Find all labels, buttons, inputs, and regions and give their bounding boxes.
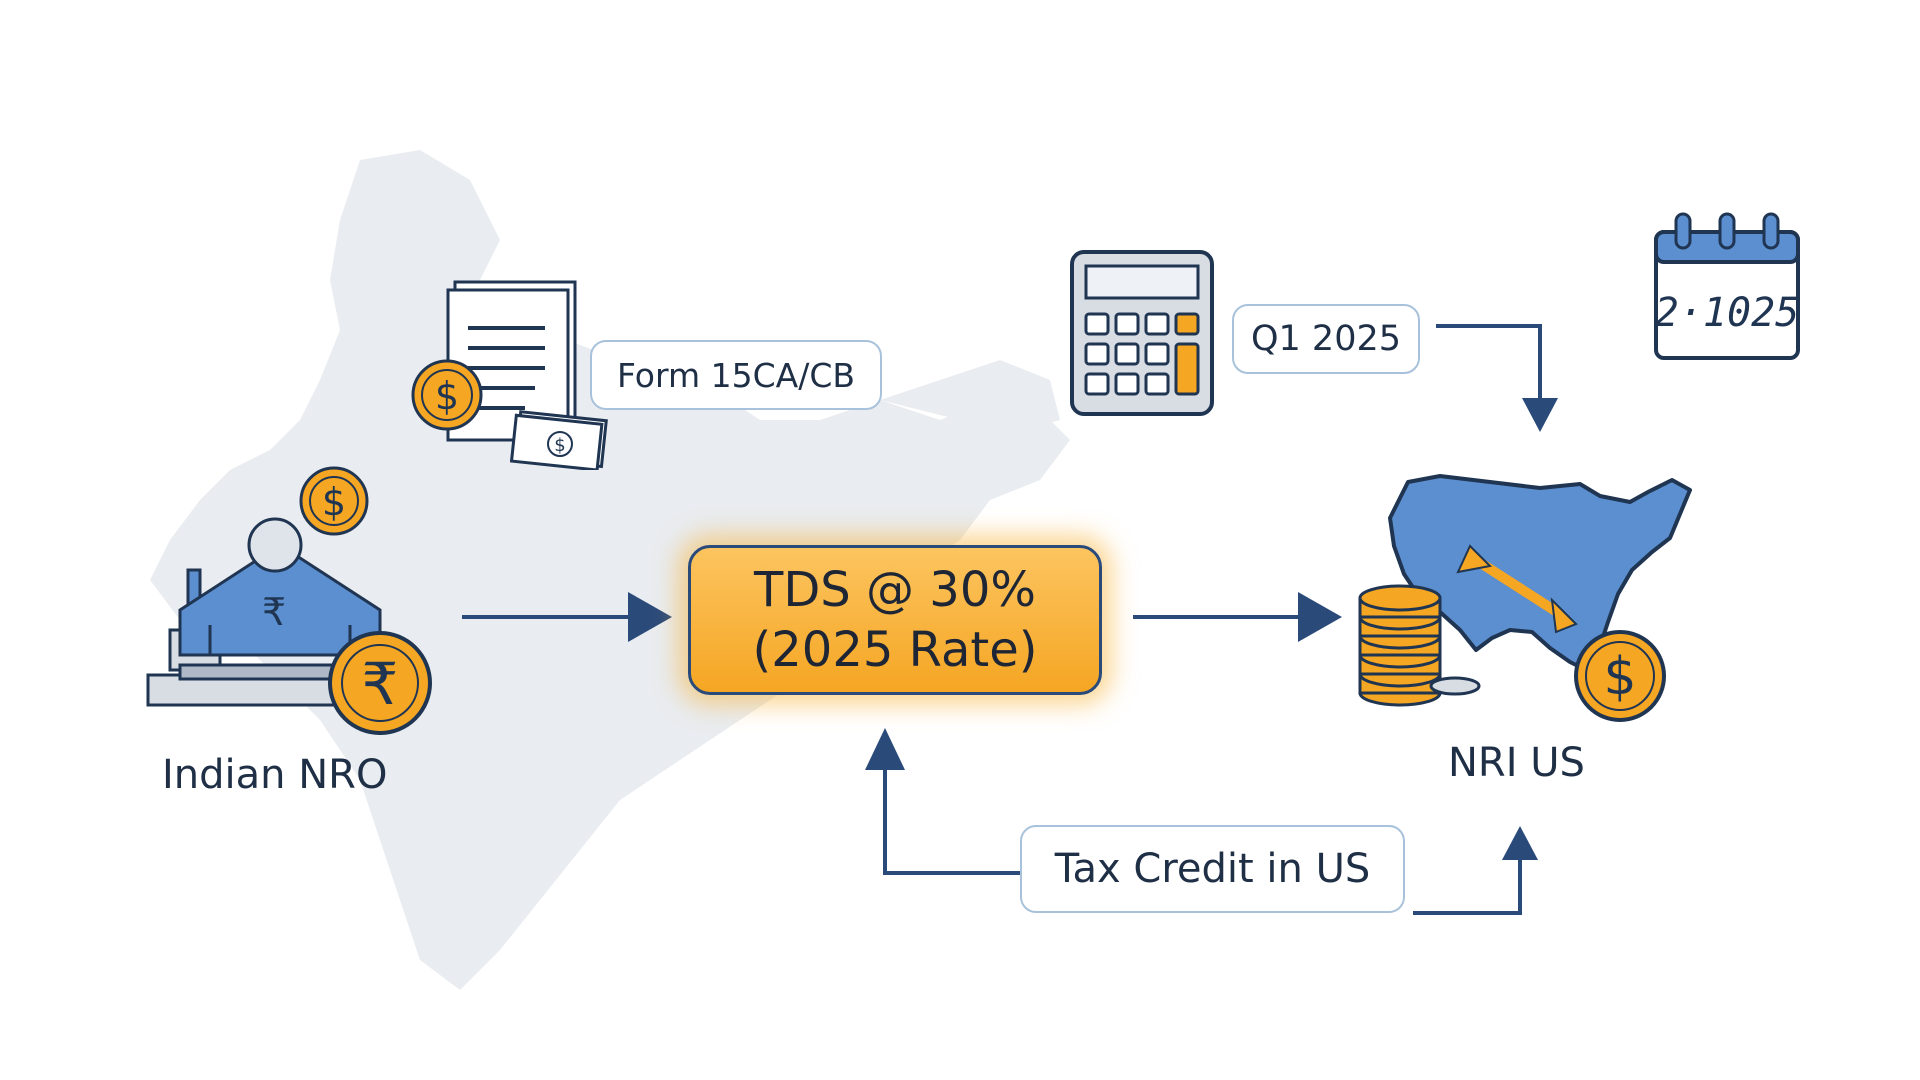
tds-title: TDS @ 30% — [754, 562, 1036, 618]
arrow-credit-to-tds — [865, 728, 1027, 875]
calendar-icon: 2·1025 — [1654, 212, 1800, 360]
coin-stack-icon — [1358, 584, 1481, 707]
rupee-coin-icon: ₹ — [328, 631, 432, 735]
svg-text:₹: ₹ — [362, 650, 399, 718]
svg-text:$: $ — [322, 480, 346, 524]
quarter-callout: Q1 2025 — [1232, 304, 1420, 374]
dollar-coin-icon: $ — [411, 359, 483, 431]
arrow-quarter-to-us — [1436, 324, 1558, 432]
rupee-symbol: ₹ — [262, 590, 286, 634]
tds-box: TDS @ 30% (2025 Rate) — [688, 545, 1102, 695]
calculator-icon — [1070, 250, 1214, 416]
arrow-source-to-tds — [462, 592, 672, 642]
form-callout: Form 15CA/CB — [590, 340, 882, 410]
dollar-coin-icon: $ — [299, 466, 369, 536]
calendar-display: 2·1025 — [1655, 290, 1800, 336]
arrow-tds-to-destination — [1133, 592, 1342, 642]
arrow-credit-to-us — [1413, 826, 1538, 915]
svg-text:$: $ — [1603, 647, 1636, 707]
source-label: Indian NRO — [162, 752, 388, 798]
svg-text:$: $ — [435, 374, 459, 418]
svg-text:$: $ — [554, 435, 565, 456]
destination-label: NRI US — [1448, 740, 1585, 786]
dollar-coin-icon: $ — [1574, 630, 1666, 722]
tds-subtitle: (2025 Rate) — [752, 622, 1038, 678]
credit-callout: Tax Credit in US — [1020, 825, 1405, 913]
banknote-icon: $ — [510, 410, 608, 470]
